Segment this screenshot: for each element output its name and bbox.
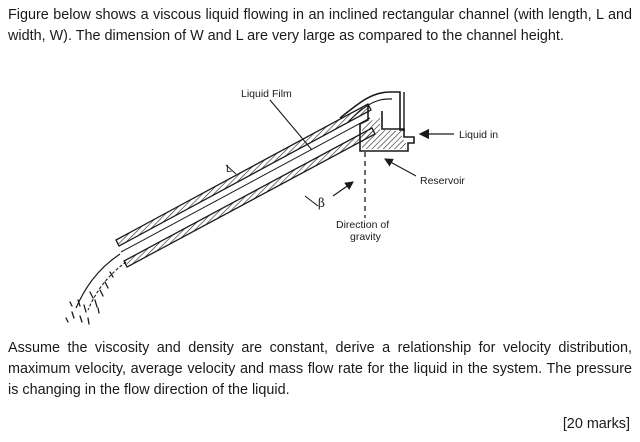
- gravity-label-line2: gravity: [350, 231, 382, 243]
- splash-droplets: [65, 271, 114, 325]
- intro-paragraph: Figure below shows a viscous liquid flow…: [8, 7, 632, 44]
- length-marker: [225, 164, 237, 175]
- inlet-pipe: [339, 91, 405, 131]
- outflow-stream: [75, 253, 121, 309]
- reservoir-label: Reservoir: [420, 175, 465, 187]
- liquid-film-line: [120, 117, 371, 253]
- liquid-film-label: Liquid Film: [241, 88, 292, 100]
- liquid-film-leader: [269, 99, 313, 151]
- angle-beta-label: β: [318, 196, 325, 210]
- reservoir-leader: [384, 158, 417, 177]
- marks-label: [20 marks]: [562, 416, 630, 432]
- liquid-in-label: Liquid in: [459, 129, 498, 141]
- beta-arrow-left: [304, 195, 319, 207]
- reservoir: [359, 104, 415, 152]
- lower-channel-wall: [123, 127, 376, 268]
- beta-arrow-right: [332, 181, 354, 197]
- length-label: L: [226, 163, 232, 175]
- outflow-stream-2: [87, 261, 127, 311]
- upper-channel-wall: [115, 103, 372, 247]
- reservoir-fill: [362, 116, 406, 149]
- inlet-pipe-inner: [347, 98, 392, 123]
- gravity-label-line1: Direction of: [336, 219, 389, 231]
- question-paragraph: Assume the viscosity and density are con…: [8, 340, 632, 398]
